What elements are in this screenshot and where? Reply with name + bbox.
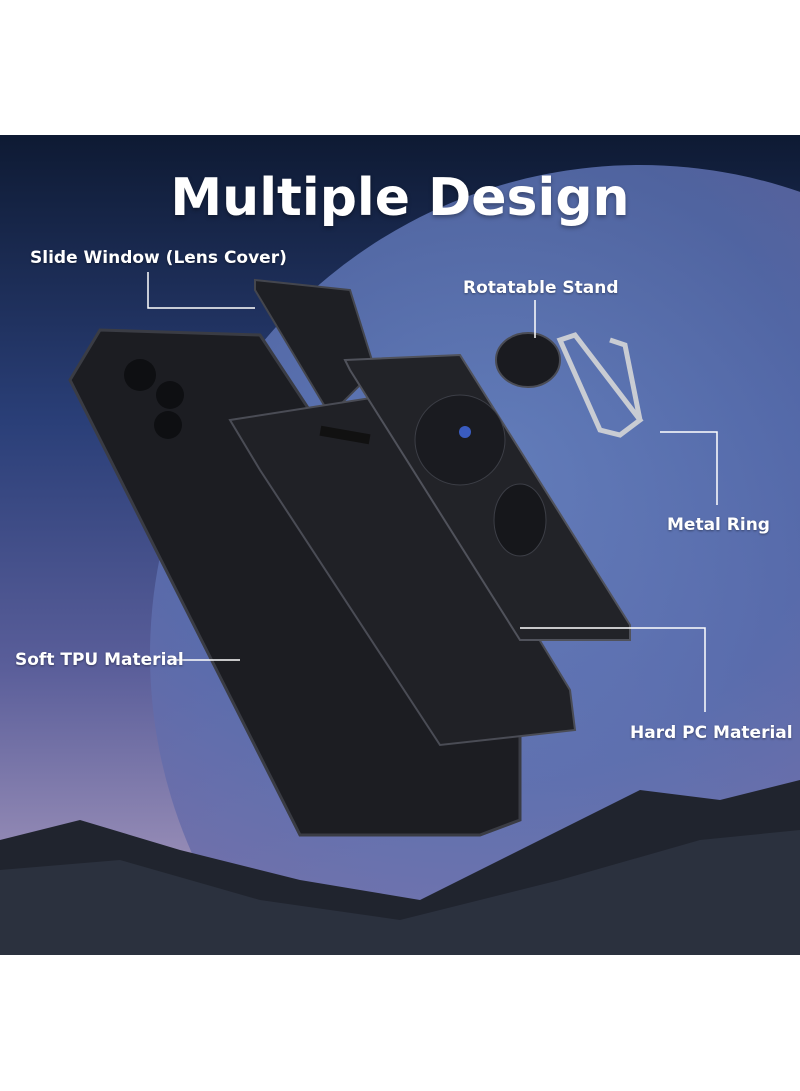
rotatable-stand-disc (495, 332, 561, 388)
label-hard-pc: Hard PC Material (630, 723, 793, 743)
metal-ring (556, 332, 644, 438)
label-rotatable-stand: Rotatable Stand (463, 278, 619, 298)
page-title: Multiple Design (170, 168, 630, 228)
leader-lines (147, 272, 718, 712)
label-soft-tpu: Soft TPU Material (15, 650, 184, 670)
hard-pc-backplate (343, 353, 631, 641)
soft-tpu-case (68, 328, 522, 837)
label-slide-window: Slide Window (Lens Cover) (30, 248, 287, 268)
label-metal-ring: Metal Ring (667, 515, 770, 535)
slide-window-piece (254, 278, 377, 417)
